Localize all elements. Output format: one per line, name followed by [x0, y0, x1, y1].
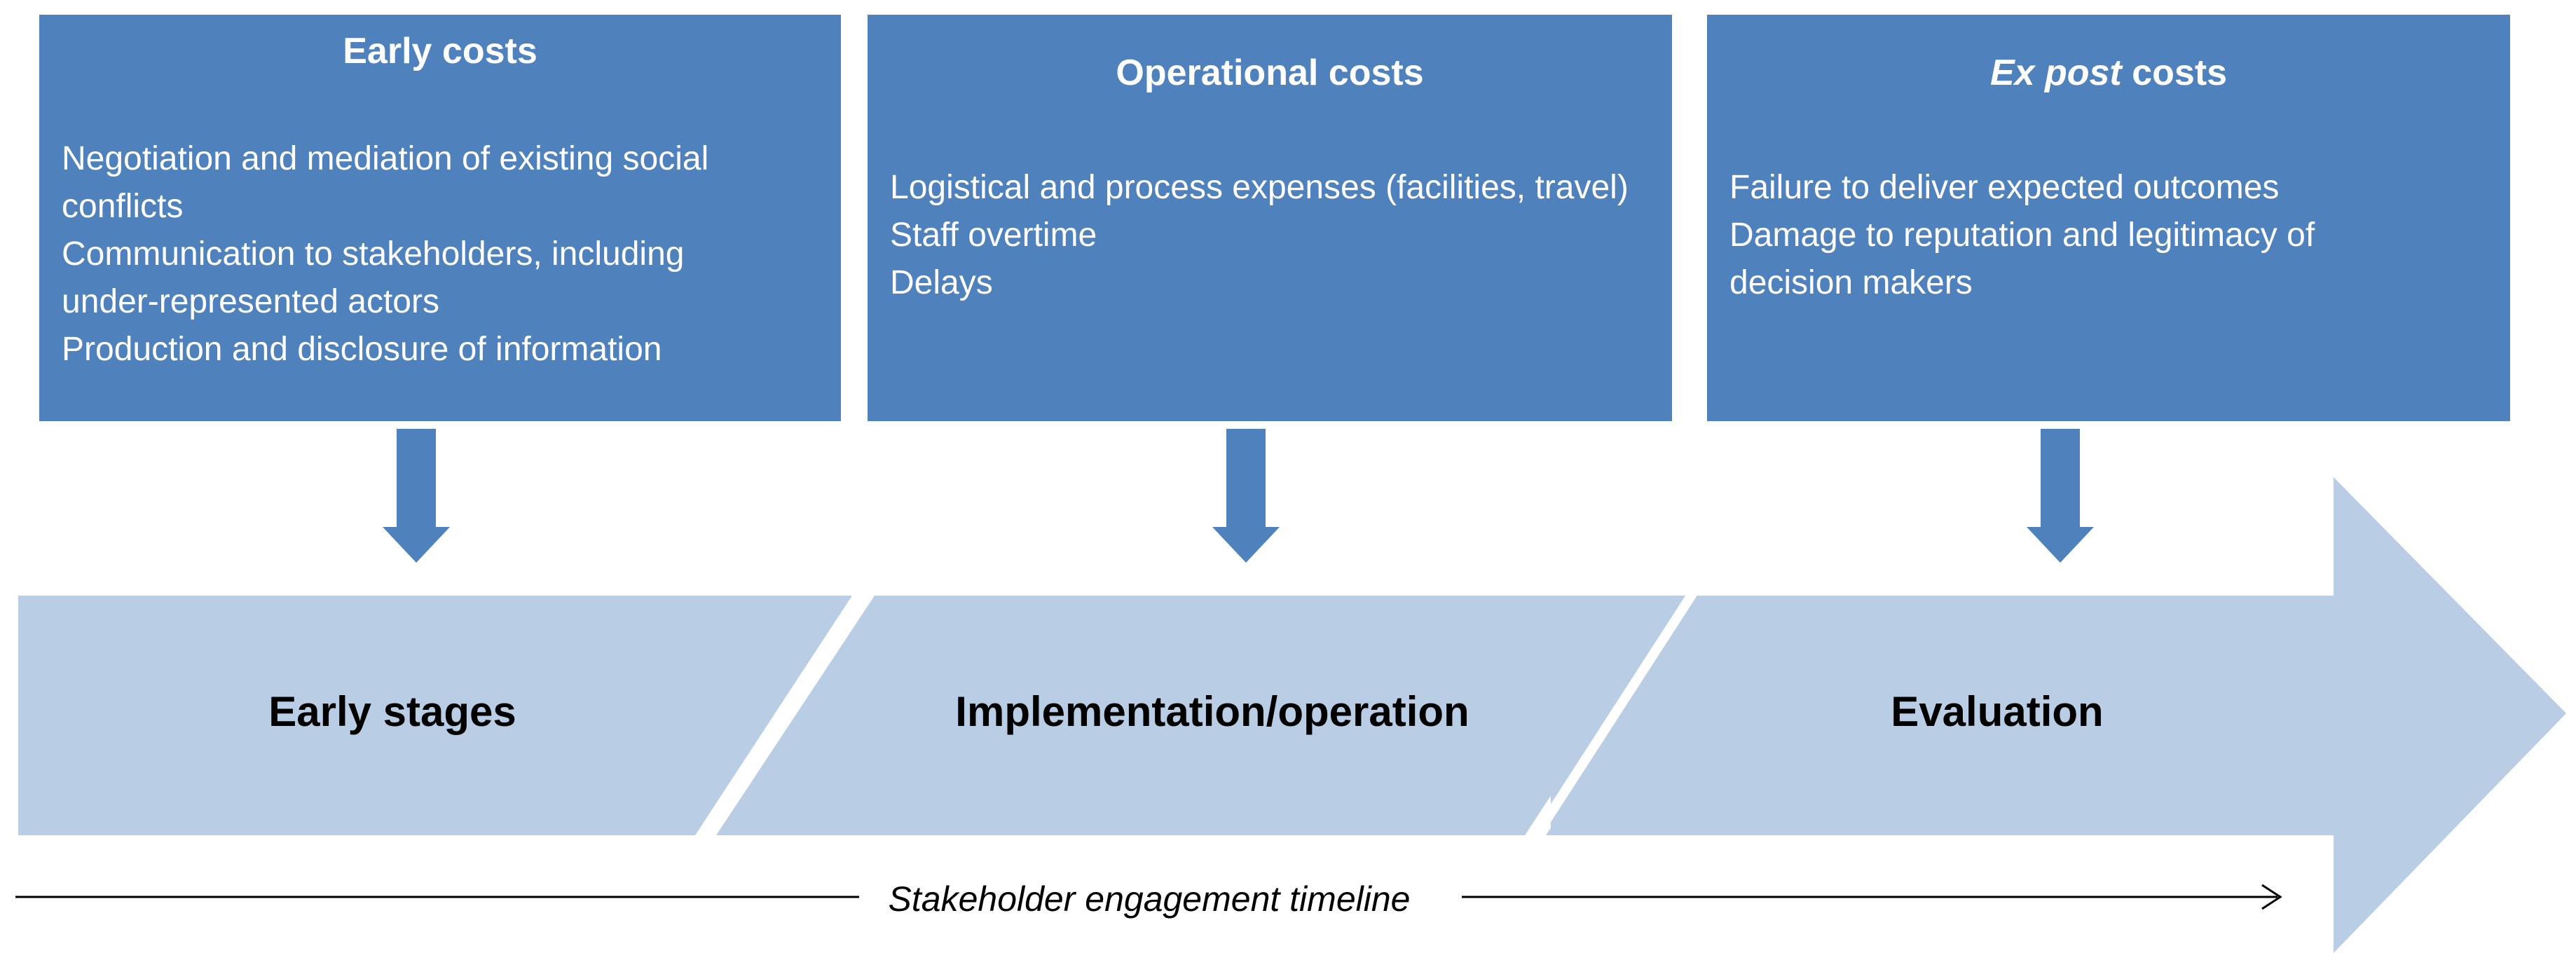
timeline-label: Stakeholder engagement timeline — [888, 879, 1411, 919]
expost-costs-title: Ex post costs — [1707, 55, 2510, 91]
early-costs-list: Negotiation and mediation of existing so… — [62, 135, 708, 373]
down-arrow-expost — [2027, 429, 2094, 563]
early-costs-line: Production and disclosure of information — [62, 331, 662, 368]
expost-costs-list: Failure to deliver expected outcomes Dam… — [1729, 164, 2315, 307]
early-costs-line: Negotiation and mediation of existing so… — [62, 140, 709, 177]
stage-separator-2 — [1530, 590, 1697, 841]
operational-costs-list: Logistical and process expenses (facilit… — [890, 164, 1629, 307]
expost-costs-box: Ex post costs Failure to deliver expecte… — [1707, 15, 2510, 421]
operational-costs-line: Staff overtime — [890, 217, 1097, 254]
stage-implementation-shape — [716, 596, 1682, 835]
timeline-arrowhead — [2261, 884, 2282, 910]
operational-costs-title: Operational costs — [1116, 53, 1424, 93]
stage-early-label: Early stages — [268, 688, 516, 735]
stage-implementation-label: Implementation/operation — [955, 688, 1469, 735]
stage-evaluation-shape — [1546, 596, 2334, 835]
expost-costs-title-rest: costs — [2121, 53, 2228, 93]
early-costs-box: Early costs Negotiation and mediation of… — [39, 15, 841, 421]
stage-early-shape — [18, 596, 852, 835]
operational-costs-line: Logistical and process expenses (facilit… — [890, 169, 1629, 206]
early-costs-title: Early costs — [343, 31, 537, 71]
early-costs-line: under-represented actors — [62, 283, 439, 320]
early-costs-line: conflicts — [62, 188, 184, 225]
down-arrow-early — [383, 429, 450, 563]
expost-costs-line: decision makers — [1729, 264, 1973, 301]
operational-costs-line: Delays — [890, 264, 993, 301]
operational-costs-box: Operational costs Logistical and process… — [868, 15, 1672, 421]
down-arrow-operational — [1212, 429, 1280, 563]
expost-costs-line: Damage to reputation and legitimacy of — [1729, 217, 2315, 254]
early-costs-line: Communication to stakeholders, including — [62, 235, 685, 273]
expost-costs-line: Failure to deliver expected outcomes — [1729, 169, 2280, 206]
expost-costs-title-italic: Ex post — [1989, 53, 2122, 93]
stage-separator-1 — [701, 590, 868, 841]
stage-evaluation-label: Evaluation — [1891, 688, 2104, 735]
